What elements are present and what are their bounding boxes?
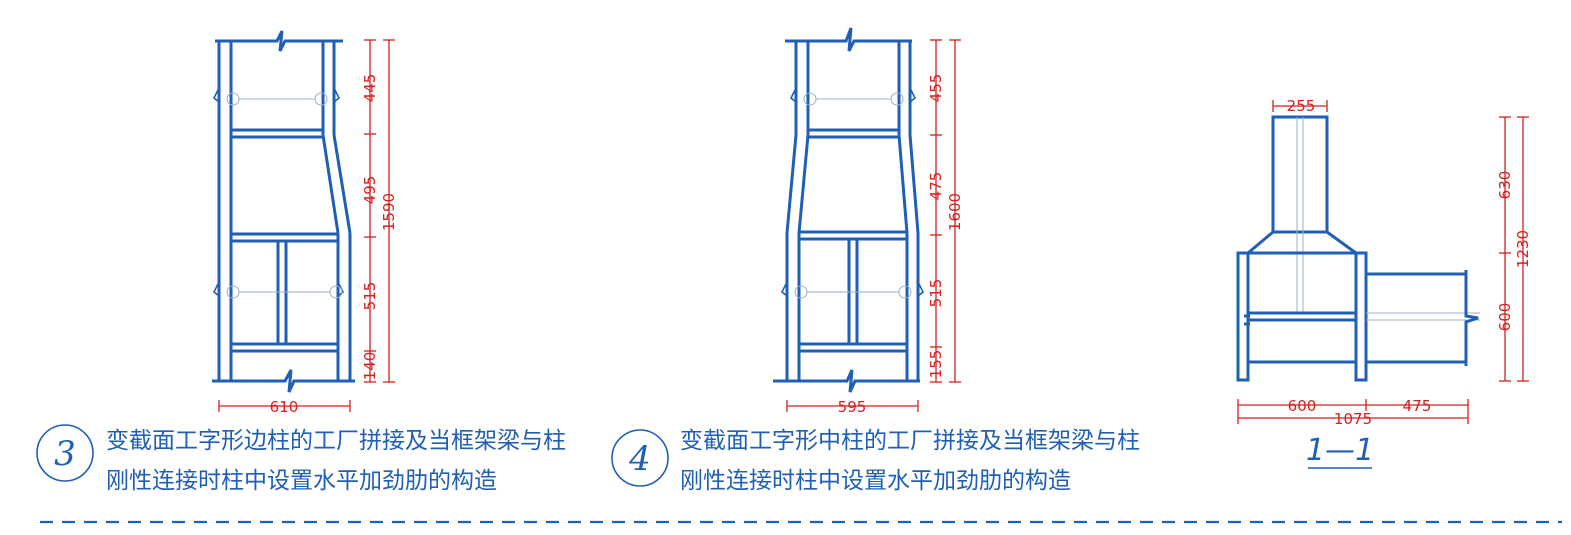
- dim-sec-upper-height: 630: [1496, 171, 1514, 200]
- detail-3-caption-line1: 变截面工字形边柱的工厂拼接及当框架梁与柱: [106, 428, 566, 454]
- dim-3-mid: 495: [361, 176, 379, 205]
- detail-3-drawing: [212, 30, 355, 393]
- detail-4-drawing: [773, 27, 925, 393]
- detail-4-number: 4: [628, 439, 651, 479]
- dim-4-mid: 475: [927, 172, 945, 201]
- section-1-1-dimensions: [1237, 100, 1529, 424]
- dim-4-lower: 515: [927, 279, 945, 308]
- dim-3-bottom: 140: [361, 352, 379, 381]
- dim-4-top: 455: [927, 74, 945, 103]
- dim-sec-lower-height: 600: [1496, 303, 1514, 332]
- section-1-1-label: 1—1: [1306, 433, 1374, 468]
- detail-3-number: 3: [54, 434, 76, 474]
- detail-4-dimensions: [786, 39, 961, 412]
- detail-3-caption: 3 变截面工字形边柱的工厂拼接及当框架梁与柱 刚性连接时柱中设置水平加劲肋的构造: [36, 424, 566, 494]
- section-1-1-drawing: [1236, 115, 1480, 382]
- dim-sec-total-width: 1075: [1334, 410, 1372, 428]
- dim-sec-total-height: 1230: [1514, 230, 1532, 268]
- dim-4-bottom: 155: [927, 350, 945, 379]
- detail-4-caption: 4 变截面工字形中柱的工厂拼接及当框架梁与柱 刚性连接时柱中设置水平加劲肋的构造: [611, 428, 1140, 494]
- detail-3-number-circle: [36, 424, 94, 482]
- detail-4-caption-line1: 变截面工字形中柱的工厂拼接及当框架梁与柱: [680, 428, 1140, 454]
- dim-sec-top-width: 255: [1287, 97, 1316, 115]
- detail-4-number-circle: [611, 429, 669, 487]
- dim-3-lower: 515: [361, 282, 379, 311]
- detail-3-caption-line2: 刚性连接时柱中设置水平加劲肋的构造: [106, 468, 497, 494]
- detail-4-caption-line2: 刚性连接时柱中设置水平加劲肋的构造: [680, 468, 1071, 494]
- section-1-1-label-group: 1—1: [1306, 433, 1374, 469]
- detail-3-dimensions: [218, 39, 395, 412]
- dim-3-total: 1590: [380, 193, 398, 231]
- dim-4-width: 595: [838, 398, 867, 416]
- dim-sec-left-width: 600: [1288, 397, 1317, 415]
- dim-3-width: 610: [270, 398, 299, 416]
- dim-sec-right-width: 475: [1403, 397, 1432, 415]
- dim-4-total: 1600: [946, 193, 964, 231]
- dim-3-top: 445: [361, 74, 379, 103]
